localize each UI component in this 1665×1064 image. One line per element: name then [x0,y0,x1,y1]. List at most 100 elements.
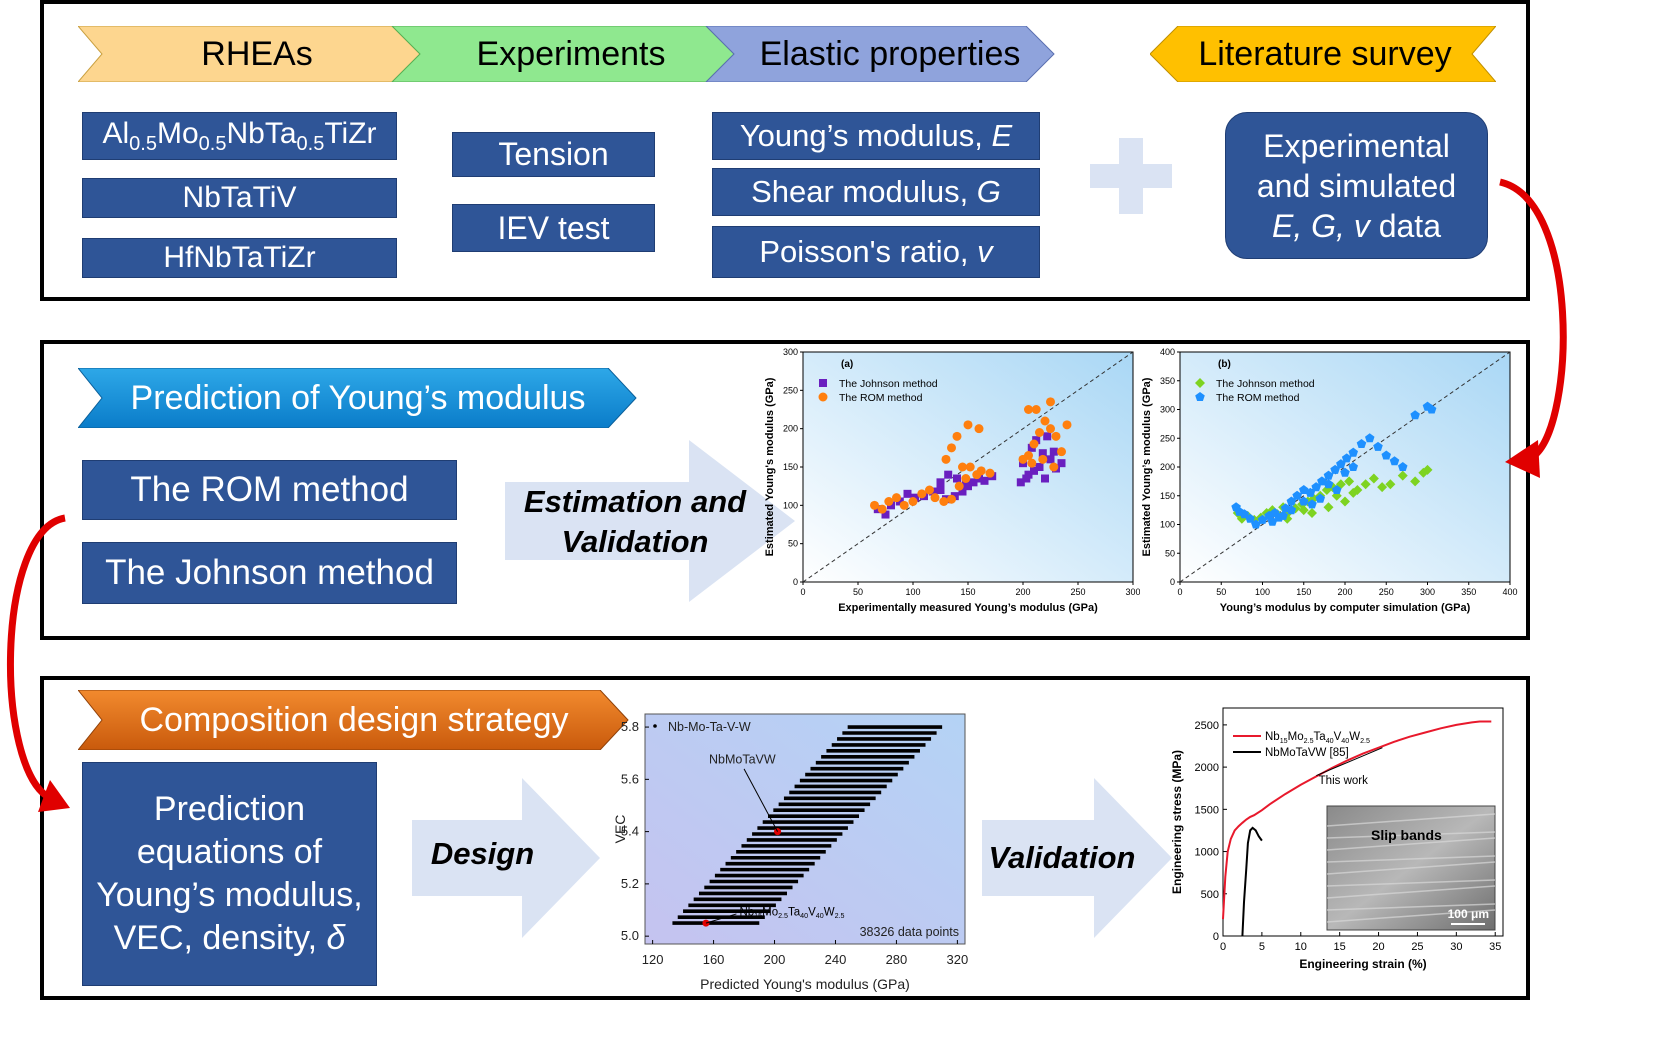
y-tick-label: 250 [1160,433,1175,443]
data-point [961,474,971,483]
validation-arrow [982,778,1172,938]
y-tick-label: 0 [1170,577,1175,587]
prop-youngs-modulus: Young’s modulus, E [712,112,1040,160]
x-tick-label: 50 [1216,587,1226,597]
data-point [1257,514,1268,524]
data-point [958,462,967,472]
designed-alloy-label: Nb15Mo2.5Ta40V40W2.5 [739,906,844,920]
validation-label: Validation [988,840,1136,875]
rheas-chevron [78,26,421,82]
x-tick-label: 150 [1296,587,1311,597]
x-tick-label: 150 [960,587,975,597]
data-point [947,494,956,504]
data-point [1031,405,1041,414]
data-point [1311,482,1321,492]
design-arrow [412,778,600,938]
nbmotavw-label: NbMoTaVW [709,753,776,767]
slip-band-line [1326,885,1496,899]
data-point [1057,447,1066,457]
y-tick-label: 5.4 [621,824,639,839]
data-point [974,424,984,434]
legend-marker [818,392,828,402]
data-point [1344,476,1355,487]
data-point [980,476,989,485]
header-prediction: Prediction of Young’s modulus [130,378,586,417]
method-johnson: The Johnson method [82,542,457,604]
slip-band-line [1326,855,1496,863]
y-tick-label: 200 [1160,462,1175,472]
data-point [1046,397,1055,407]
data-point [884,497,894,506]
y-tick-label: 500 [1201,889,1219,901]
experiments-chevron [391,26,735,82]
data-point [958,487,967,496]
y-axis-label: Estimated Young's modulus (GPa) [764,377,776,556]
data-point [1057,459,1066,468]
y-tick-label: 350 [1160,376,1175,386]
data-point [1018,454,1028,464]
data-point [930,493,940,503]
data-point [1049,462,1059,472]
x-tick-label: 10 [1295,941,1307,953]
x-tick-label: 240 [825,952,847,967]
legend-marker [1195,378,1205,388]
prediction-chevron [78,368,637,428]
header-rheas: RHEAs [201,34,313,73]
data-point [1016,478,1025,487]
x-tick-label: 200 [1015,587,1030,597]
x-tick-label: 250 [1070,587,1085,597]
legend-label: Nb-Mo-Ta-V-W [668,720,751,734]
legend-label-nbmotavw: NbMoTaVW [85] [1265,747,1349,759]
this-work-label: This work [1319,775,1368,787]
x-tick-label: 320 [947,952,969,967]
data-point [1041,474,1049,483]
y-tick-label: 300 [1160,405,1175,415]
y-tick-label: 5.8 [621,719,639,734]
composition-chevron [78,690,629,750]
y-tick-label: 300 [783,347,798,357]
data-point [895,497,904,506]
literature-chevron [1150,26,1496,82]
data-point [1046,455,1055,464]
y-tick-label: 50 [1165,548,1175,558]
legend-marker [653,724,657,728]
data-point [1046,424,1055,434]
data-band [672,725,943,925]
alloy-formula-1: Al0.5Mo0.5NbTa0.5TiZr [102,116,377,155]
x-tick-label: 400 [1502,587,1517,597]
x-tick-label: 280 [886,952,908,967]
series-line-0 [1222,720,1492,920]
this-work-pointer [1316,747,1383,777]
x-tick-label: 100 [1255,587,1270,597]
x-tick-label: 160 [703,952,725,967]
data-point [1389,456,1400,466]
data-point [1251,519,1261,529]
header-composition: Composition design strategy [139,700,569,739]
y-axis-label: VEC [615,815,628,844]
data-point [1348,462,1358,471]
data-point [1267,516,1278,526]
y-tick-label: 0 [1213,931,1219,943]
data-point [1051,431,1061,441]
data-point [1062,420,1072,430]
legend-label-this-alloy: Nb15Mo2.5Ta40V40W2.5 [1265,731,1370,745]
slip-bands-label: Slip bands [1371,827,1442,843]
data-point [985,468,995,478]
prop-shear-modulus: Shear modulus, G [712,168,1040,216]
data-point [1038,454,1048,464]
data-point [1397,470,1408,481]
data-point [1040,416,1050,426]
data-point [961,479,970,488]
data-point [965,462,975,472]
data-point [953,474,961,483]
data-point [1245,513,1255,523]
data-point [1286,505,1297,515]
series-1 [1231,401,1437,529]
legend-label: The Johnson method [1216,378,1315,390]
legend-label: The ROM method [839,392,923,404]
slip-band-line [1326,837,1496,851]
x-axis-label: Predicted Young's modulus (GPa) [700,976,910,992]
y-tick-label: 200 [783,424,798,434]
data-point [1377,482,1388,493]
data-point [1336,459,1346,469]
